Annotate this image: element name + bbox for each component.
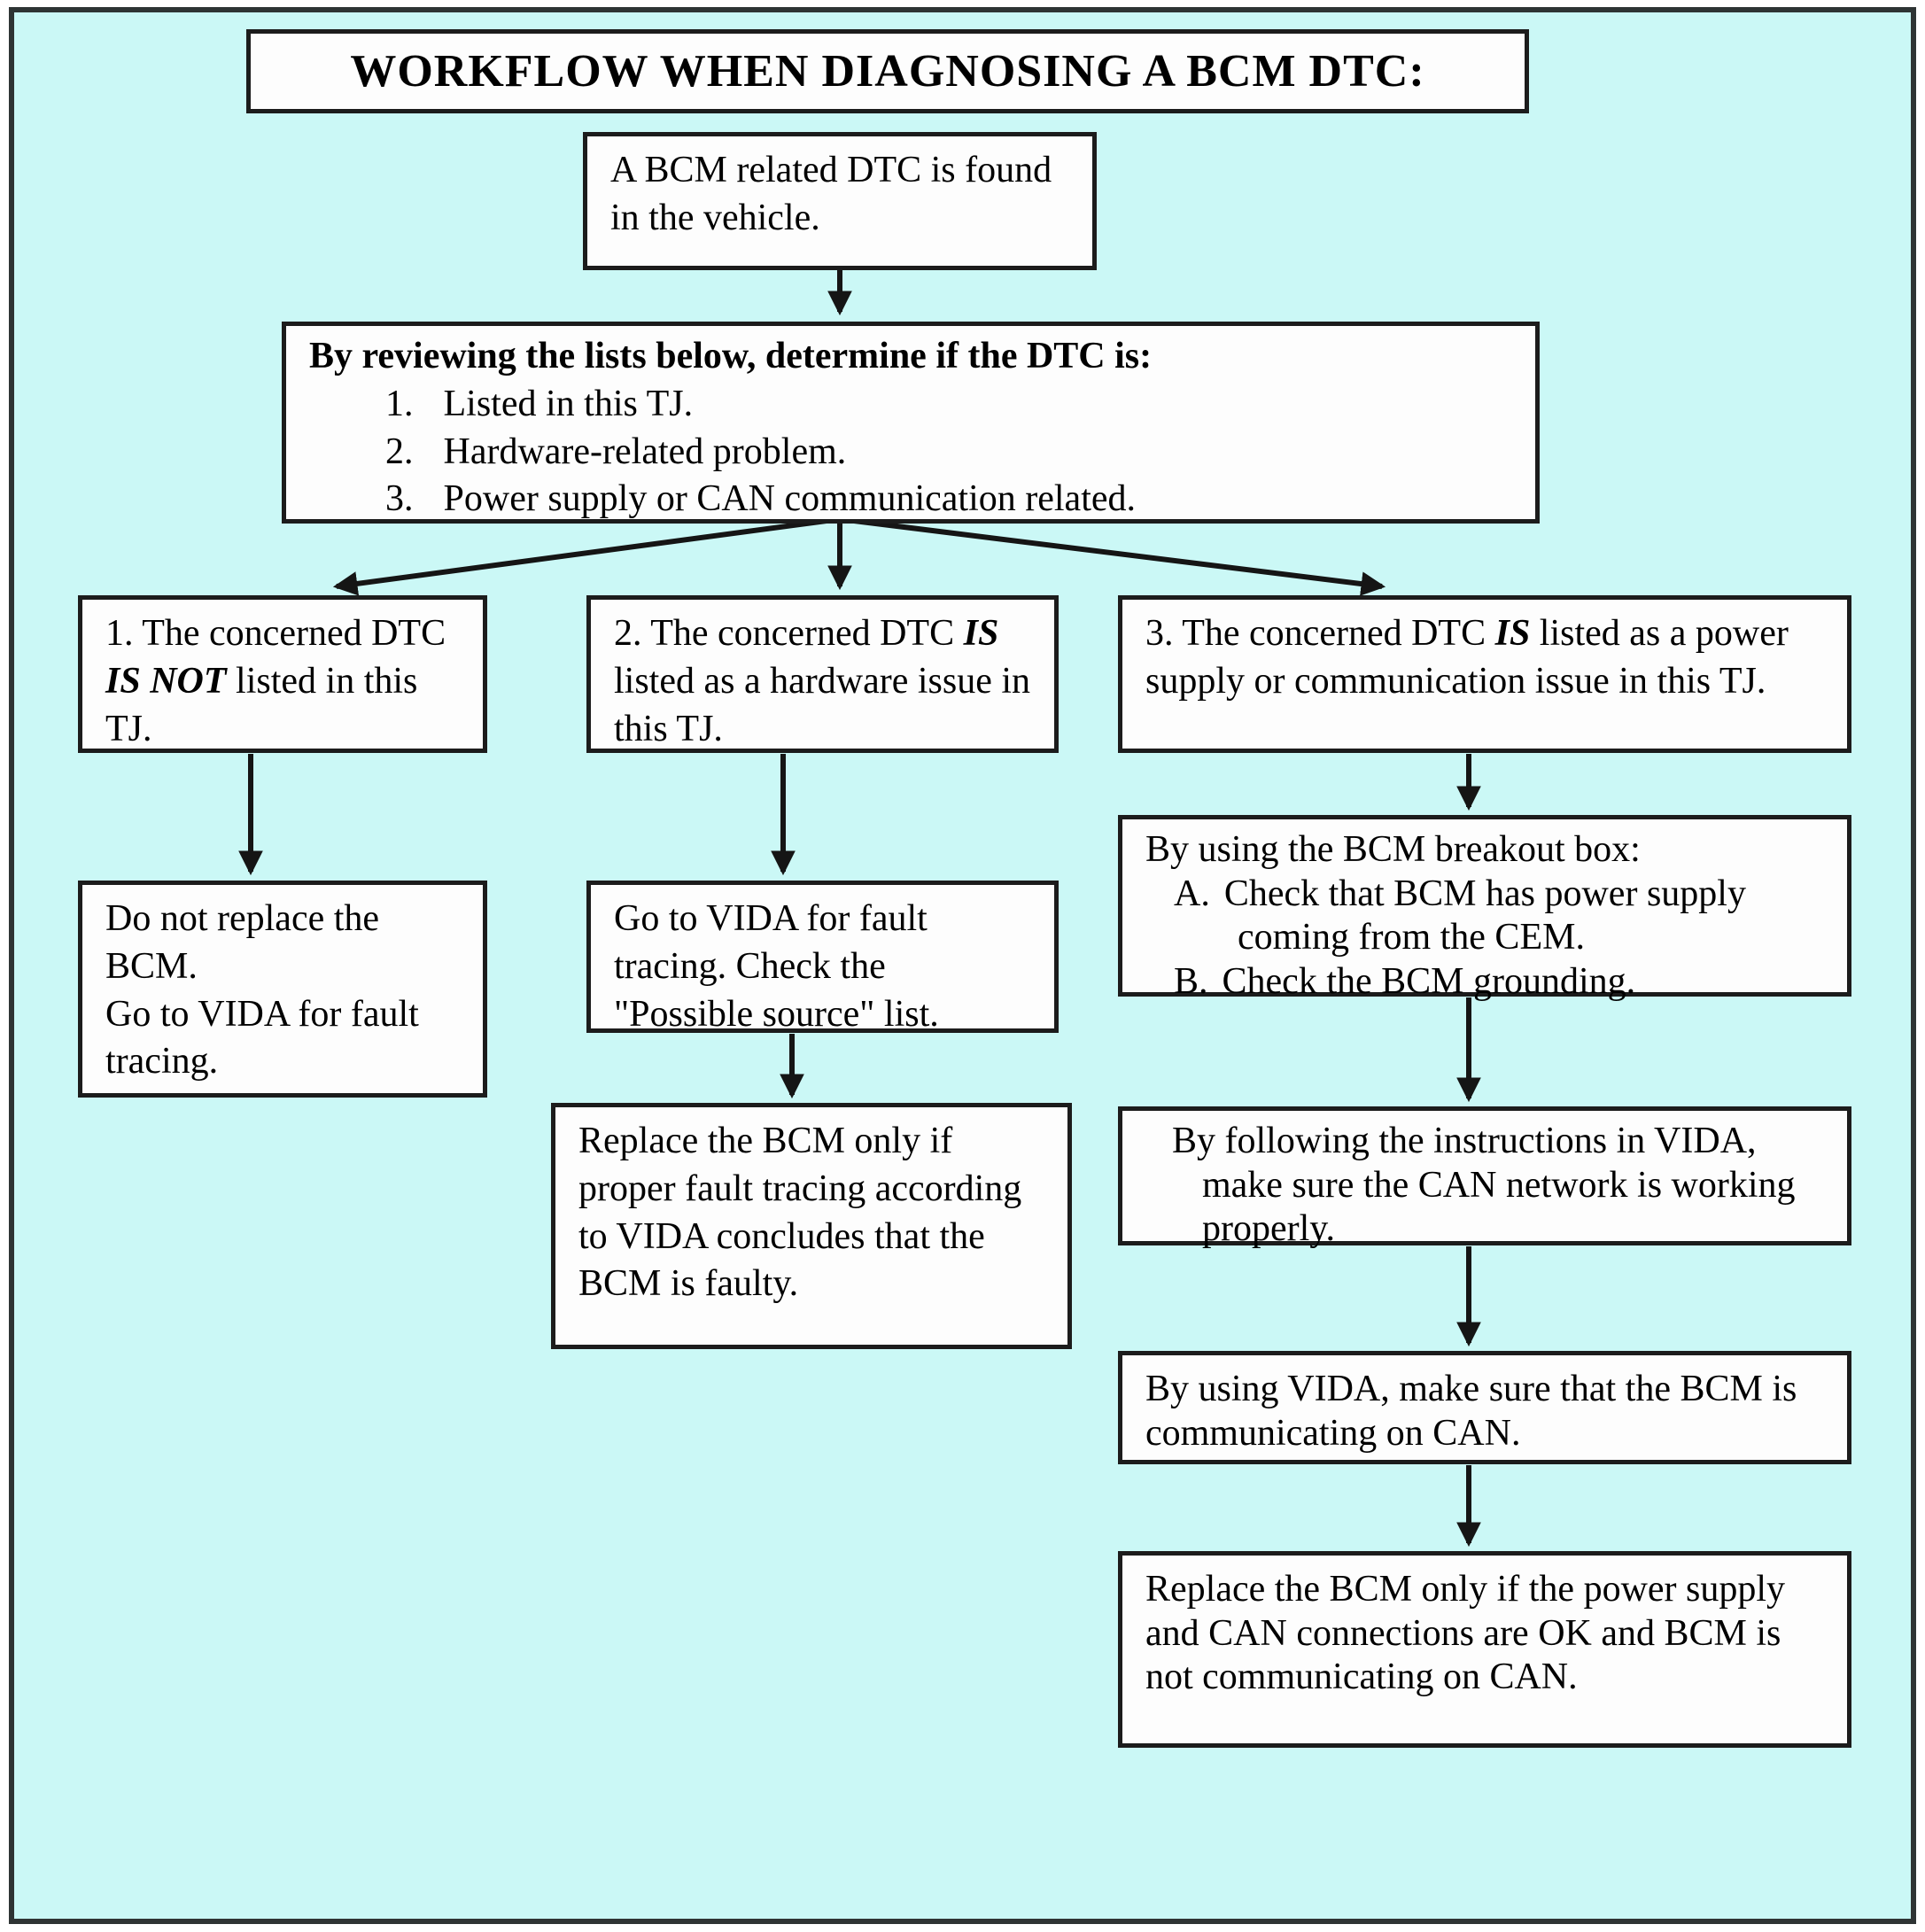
branch-hardware-suffix: listed as a hardware issue in this TJ. (614, 660, 1031, 749)
breakout-item-b-text: Check the BCM grounding. (1222, 960, 1636, 1002)
page-title: WORKFLOW WHEN DIAGNOSING A BCM DTC: (246, 29, 1529, 113)
determine-item-2-text: Hardware-related problem. (443, 431, 847, 472)
branch-power-can-text: 3. The concerned DTC IS listed as a powe… (1145, 610, 1824, 706)
determine-heading: By reviewing the lists below, determine … (309, 336, 1153, 376)
determine-item-3: 3. Power supply or CAN communication rela… (309, 476, 1512, 524)
breakout-item-a: A. Check that BCM has power supply coming… (1145, 873, 1824, 960)
breakout-heading: By using the BCM breakout box: (1145, 829, 1641, 870)
breakout-item-b: B. Check the BCM grounding. (1145, 960, 1824, 1005)
page-title-text: WORKFLOW WHEN DIAGNOSING A BCM DTC: (350, 46, 1425, 97)
branch-not-listed-node: 1. The concerned DTC IS NOT listed in th… (78, 595, 487, 753)
branch-not-listed-emphasis: IS NOT (105, 660, 227, 702)
branch-not-listed-suffix: listed in this TJ. (105, 660, 418, 749)
branch-power-can-emphasis: IS (1494, 613, 1531, 654)
vida-fault-tracing-node: Go to VIDA for fault tracing. Check the … (586, 881, 1059, 1035)
branch-not-listed-prefix: 1. The concerned DTC (105, 613, 446, 654)
determine-item-1: 1. Listed in this TJ. (309, 381, 1512, 429)
determine-item-3-text: Power supply or CAN communication relate… (443, 478, 1137, 520)
can-communicating-text: By using VIDA, make sure that the BCM is… (1145, 1369, 1797, 1454)
can-network-text: By following the instructions in VIDA, m… (1172, 1121, 1796, 1250)
branch-hardware-text: 2. The concerned DTC IS listed as a hard… (614, 610, 1031, 753)
can-communicating-node: By using VIDA, make sure that the BCM is… (1118, 1351, 1851, 1464)
branch-hardware-emphasis: IS (963, 613, 999, 654)
determine-item-2: 2. Hardware-related problem. (309, 429, 1512, 477)
replace-if-vida-text: Replace the BCM only if proper fault tra… (578, 1121, 1022, 1305)
determine-item-2-num: 2. (385, 431, 414, 472)
vida-fault-tracing-text: Go to VIDA for fault tracing. Check the … (614, 898, 939, 1035)
replace-if-vida-node: Replace the BCM only if proper fault tra… (551, 1103, 1072, 1349)
branch-power-can-node: 3. The concerned DTC IS listed as a powe… (1118, 595, 1851, 753)
determine-item-3-num: 3. (385, 478, 414, 520)
branch-power-can-prefix: 3. The concerned DTC (1145, 613, 1495, 654)
do-not-replace-node: Do not replace the BCM. Go to VIDA for f… (78, 881, 487, 1098)
do-not-replace-line2: Go to VIDA for fault tracing. (105, 993, 419, 1082)
start-node-text: A BCM related DTC is found in the vehicl… (610, 150, 1052, 238)
can-network-node: By following the instructions in VIDA, m… (1118, 1106, 1851, 1249)
do-not-replace-line1: Do not replace the BCM. (105, 898, 380, 987)
replace-if-power-ok-node: Replace the BCM only if the power supply… (1118, 1551, 1851, 1748)
replace-if-power-ok-text: Replace the BCM only if the power supply… (1145, 1569, 1786, 1698)
determine-node: By reviewing the lists below, determine … (282, 322, 1540, 524)
breakout-item-a-text: Check that BCM has power supply coming f… (1223, 873, 1746, 958)
branch-power-can-suffix: listed as a power supply or communicatio… (1145, 613, 1789, 702)
determine-item-1-text: Listed in this TJ. (443, 383, 694, 424)
branch-hardware-prefix: 2. The concerned DTC (614, 613, 964, 654)
branch-hardware-node: 2. The concerned DTC IS listed as a hard… (586, 595, 1059, 753)
breakout-item-a-num: A. (1174, 873, 1210, 914)
breakout-box-node: By using the BCM breakout box: A. Check t… (1118, 815, 1851, 1002)
breakout-item-b-num: B. (1174, 960, 1208, 1002)
start-node: A BCM related DTC is found in the vehicl… (583, 132, 1097, 270)
determine-item-1-num: 1. (385, 383, 414, 424)
branch-not-listed-text: 1. The concerned DTC IS NOT listed in th… (105, 610, 460, 753)
